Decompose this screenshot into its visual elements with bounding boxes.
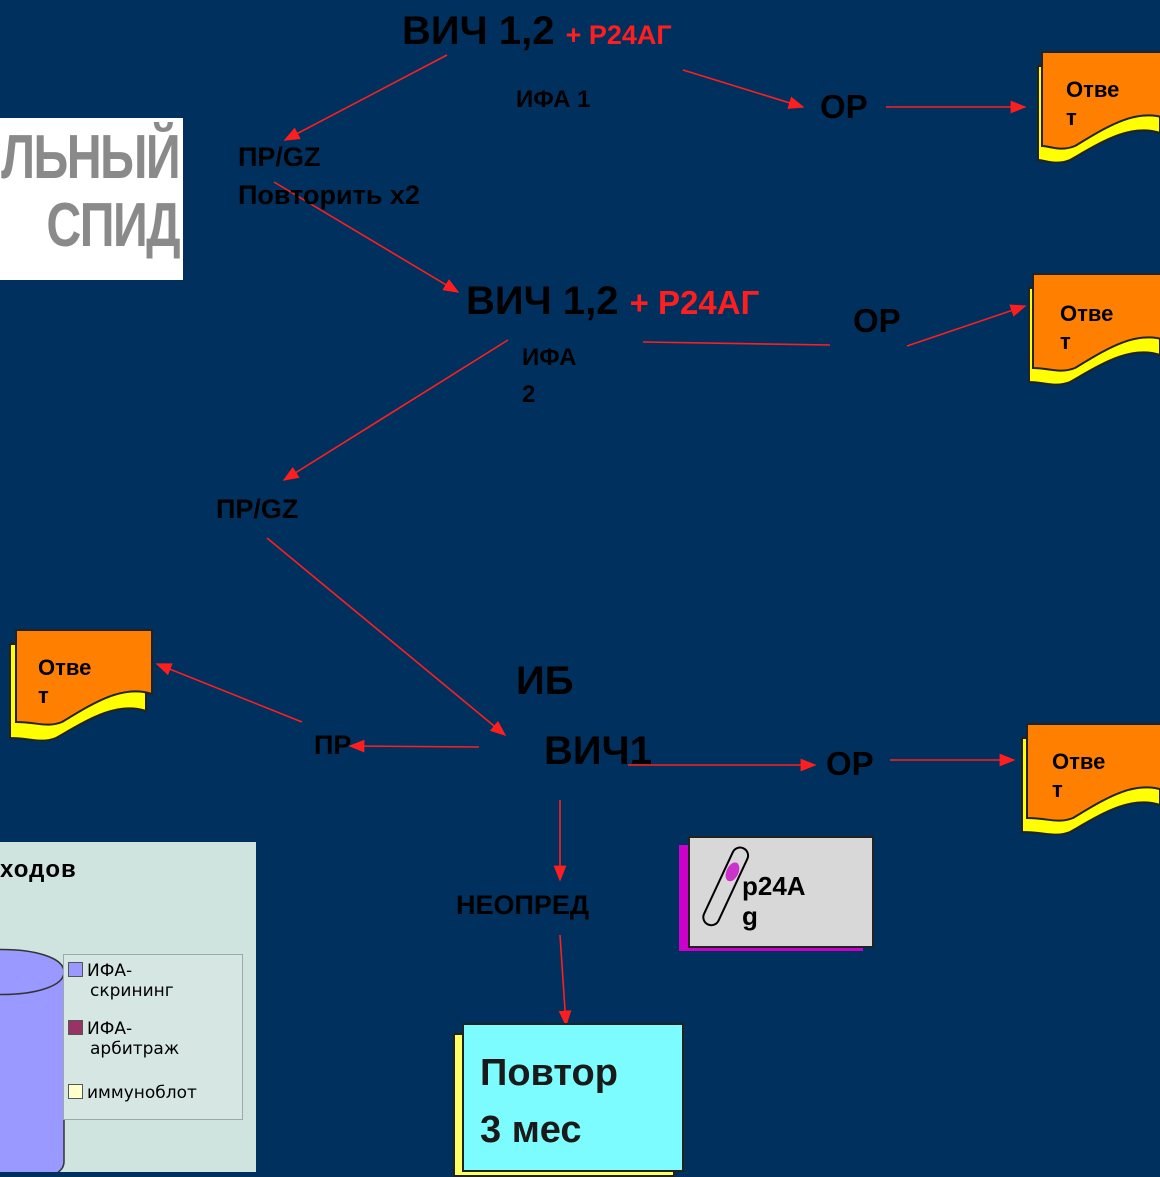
or-label-1: OP [820, 88, 868, 125]
answer-doc-2-line2: т [1060, 328, 1071, 354]
node-hiv-top-p24: + P24АГ [565, 20, 672, 50]
line-second-to-or [642, 341, 831, 346]
tube-card: p24A g [688, 836, 874, 948]
logo-line2: СПИД [46, 191, 180, 260]
arrow-top-to-pr1 [283, 54, 448, 141]
chart-legend: ИФА- скрининг ИФА- арбитраж иммуноблот [63, 954, 243, 1120]
answer-doc-4: Отве т [1018, 720, 1160, 840]
arrow-pr-to-answer3 [155, 663, 303, 723]
answer-doc-4-text: Отве т [1052, 748, 1105, 803]
tube-label-line1: p24A [742, 871, 806, 901]
arrow-neopred-to-repeat [558, 934, 572, 1027]
answer-doc-1-line2: т [1066, 104, 1077, 130]
tube-label-line2: g [742, 900, 758, 931]
answer-doc-4-line1: Отве [1052, 749, 1106, 774]
ib-label: ИБ [516, 659, 574, 703]
answer-doc-4-shape [1021, 723, 1160, 836]
node-hiv-second-title: ВИЧ 1,2 [466, 279, 619, 323]
answer-doc-3-line1: Отве [38, 655, 92, 680]
chart-cylinder [0, 948, 65, 1172]
answer-doc-3-line2: т [38, 682, 49, 708]
arrow-ib-to-pr [348, 739, 480, 753]
answer-doc-1-text: Отве т [1066, 76, 1119, 131]
method-ifa1: ИФА 1 [516, 86, 591, 113]
or-label-3: OP [826, 745, 874, 782]
repeat-line1: Повтор [480, 1052, 618, 1094]
cost-chart: ходов ИФА- скрининг ИФА- арбитраж иммуно… [0, 842, 256, 1172]
logo-image: ЛЬНЫЙ СПИД [0, 118, 183, 280]
legend-label-2a: ИФА- [87, 1019, 133, 1039]
neopred-label: НЕОПРЕД [456, 890, 590, 920]
repeat-line2: 3 мес [480, 1109, 582, 1151]
answer-doc-3-shape [9, 629, 153, 742]
answer-doc-4-line2: т [1052, 776, 1063, 802]
legend-item-3: иммуноблот [68, 1083, 197, 1103]
pr-gz-1-line2: Повторить х2 [238, 180, 420, 211]
legend-item-1: ИФА- скрининг [68, 961, 174, 1001]
node-hiv-second: ВИЧ 1,2 + P24АГ [466, 278, 759, 324]
arrow-second-to-pr2 [282, 339, 509, 481]
hiv1-label: ВИЧ1 [544, 729, 652, 773]
answer-doc-2-line1: Отве [1060, 301, 1114, 326]
legend-label-1a: ИФА- [87, 961, 133, 981]
legend-swatch-3 [68, 1084, 83, 1099]
arrow-or2-to-answer2 [906, 304, 1027, 347]
method-ifa2-line2: 2 [522, 380, 536, 408]
answer-doc-2-shape [1028, 273, 1160, 386]
pr-label: ПР [314, 730, 352, 760]
node-hiv-top: ВИЧ 1,2 + P24АГ [402, 8, 672, 54]
or-label-2: OP [853, 302, 901, 339]
legend-label-3: иммуноблот [87, 1083, 197, 1103]
pr-gz-1-line1: ПР/GZ [238, 142, 321, 172]
legend-item-2: ИФА- арбитраж [68, 1019, 179, 1059]
arrow-top-to-or [682, 69, 805, 109]
legend-label-2b: арбитраж [90, 1039, 180, 1059]
answer-doc-1: Отве т [1030, 48, 1160, 168]
answer-doc-1-line1: Отве [1066, 77, 1120, 102]
legend-label-1b: скрининг [90, 981, 174, 1001]
method-ifa2: ИФА 2 [522, 344, 576, 408]
answer-doc-1-shape [1037, 51, 1160, 164]
logo-line1: ЛЬНЫЙ [1, 123, 180, 192]
repeat-text: Повтор 3 мес [480, 1045, 618, 1159]
test-tube-icon [702, 846, 750, 927]
legend-swatch-1 [68, 962, 83, 977]
arrow-pr1-to-second [273, 181, 460, 293]
method-ifa2-line1: ИФА [522, 344, 577, 371]
tube-label: p24A g [742, 871, 806, 932]
arrow-pr2-to-ib [266, 537, 507, 737]
legend-swatch-2 [68, 1020, 83, 1035]
node-hiv-top-title: ВИЧ 1,2 [402, 9, 555, 53]
pr-gz-2: ПР/GZ [216, 494, 299, 524]
answer-doc-2: Отве т [1025, 270, 1160, 390]
answer-doc-3-text: Отве т [38, 654, 91, 709]
chart-title: ходов [0, 856, 77, 883]
pr-gz-1: ПР/GZ Повторить х2 [238, 142, 420, 211]
answer-doc-3: Отве т [6, 626, 156, 746]
answer-doc-2-text: Отве т [1060, 300, 1113, 355]
node-hiv-second-p24: + P24АГ [629, 284, 760, 321]
repeat-box: Повтор 3 мес [462, 1023, 684, 1172]
